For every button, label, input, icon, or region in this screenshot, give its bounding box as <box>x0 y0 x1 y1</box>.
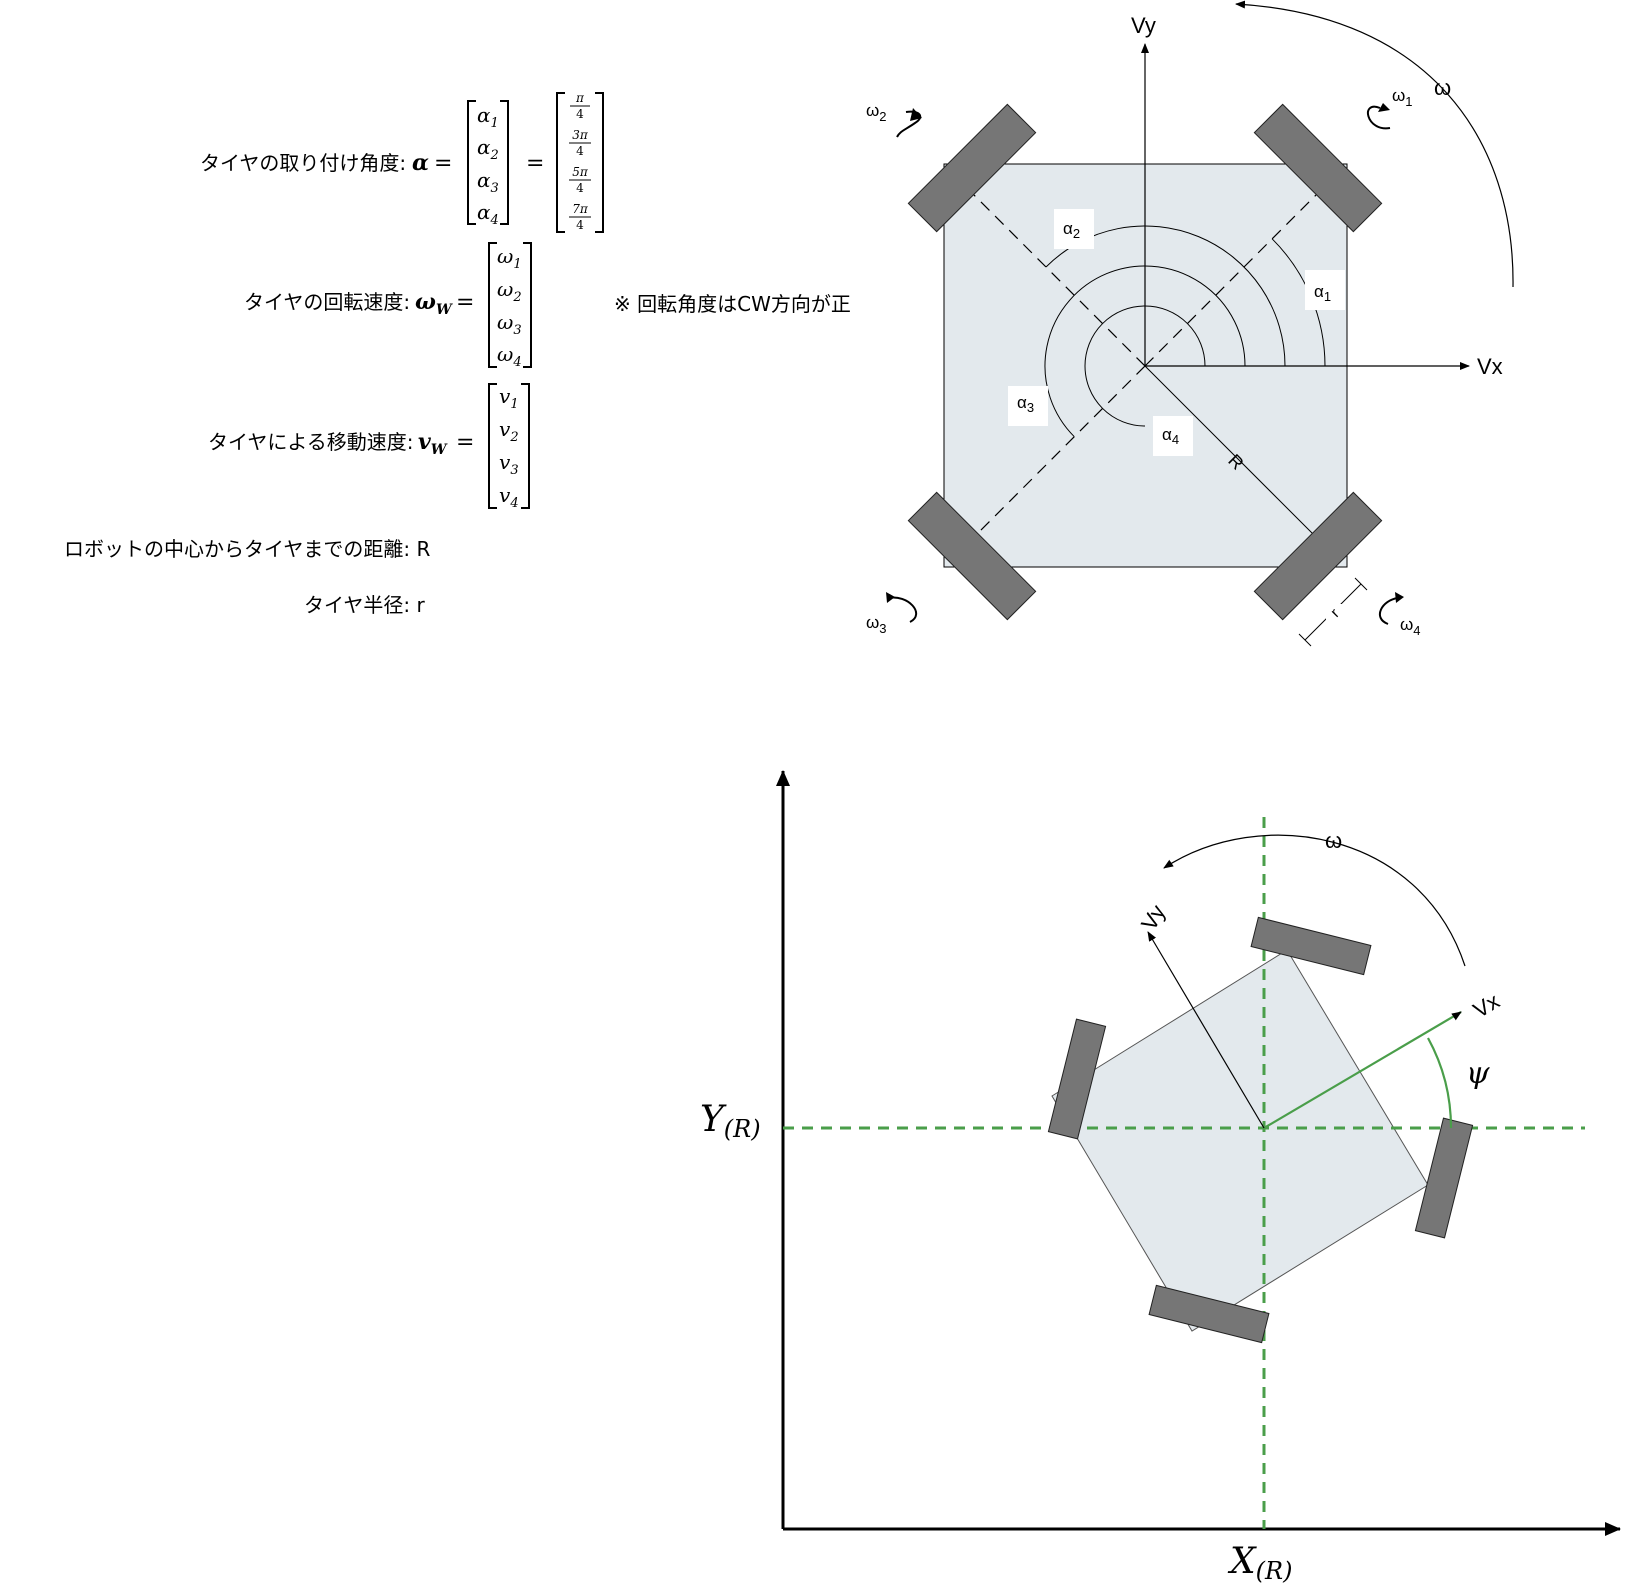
radius-R-line <box>1144 365 1336 557</box>
world-vy-axis <box>1147 931 1265 1129</box>
svg-text:α4: α4 <box>1162 425 1179 447</box>
omega-matrix: ω1 ω2 ω3 ω4 <box>488 242 532 370</box>
world-body-rotation-arrow <box>1163 834 1466 967</box>
velocity-matrix: v1 v2 v3 v4 <box>488 383 530 511</box>
alpha-2-label: α2 <box>1054 209 1094 249</box>
world-vx-label: Vx <box>1469 988 1504 1023</box>
alpha-value-2: 3π 4 <box>569 128 591 158</box>
rotation-direction-note: ※ 回転角度はCW方向が正 <box>614 292 851 316</box>
svg-text:α1: α1 <box>1314 282 1331 304</box>
velocity-entry-2: v2 <box>499 417 519 445</box>
vy-label: Vy <box>1131 13 1156 38</box>
wheel-1-axis-line <box>1144 187 1324 367</box>
wheel-1 <box>1253 103 1383 233</box>
svg-text:4: 4 <box>576 107 584 121</box>
omega-entry-3: ω3 <box>497 310 522 338</box>
svg-text:π: π <box>575 91 585 105</box>
svg-text:ω4: ω4 <box>1400 615 1421 638</box>
omega-equals-sign: = <box>456 290 474 315</box>
svg-text:4: 4 <box>576 144 584 158</box>
alpha-entry-3: α3 <box>477 168 499 196</box>
world-omega-label: ω <box>1325 828 1342 853</box>
vx-label: Vx <box>1477 354 1503 379</box>
omega-vector-symbol: ωW <box>415 289 453 318</box>
psi-label: ψ <box>1466 1056 1490 1091</box>
psi-arc <box>1427 1037 1453 1129</box>
world-frame-diagram: X(R) Y(R) Vx Vy ψ ω <box>700 770 1621 1585</box>
svg-text:4: 4 <box>576 181 584 195</box>
wheel-3 <box>907 491 1037 621</box>
velocity-vector-symbol: vW <box>418 429 448 458</box>
svg-text:ω3: ω3 <box>866 613 887 636</box>
wheel-2-rotation: ω2 <box>866 101 922 138</box>
robot-frame-diagram: Vx Vy r R α1 α2 α3 <box>866 0 1514 647</box>
velocity-entry-3: v3 <box>499 450 519 478</box>
alpha-value-3: 5π 4 <box>569 165 591 195</box>
world-wheel-1 <box>1250 916 1372 976</box>
velocity-equals-sign: = <box>456 430 474 455</box>
alpha-vector-symbol: α <box>412 150 429 176</box>
wheel-1-rotation: ω1 <box>1367 86 1413 130</box>
world-vx-axis <box>1263 1011 1462 1129</box>
world-y-label: Y(R) <box>700 1099 761 1143</box>
omega-entry-1: ω1 <box>497 244 522 272</box>
alpha-definition-label: タイヤの取り付け角度: <box>200 151 406 175</box>
alpha-3-label: α3 <box>1008 386 1048 426</box>
world-wheel-2 <box>1047 1018 1107 1140</box>
distance-definition: ロボットの中心からタイヤまでの距離: R <box>64 537 430 561</box>
svg-text:4: 4 <box>576 218 584 232</box>
world-x-label: X(R) <box>1227 1541 1292 1585</box>
wheel-2 <box>907 103 1037 233</box>
world-vy-label: Vy <box>1136 901 1170 935</box>
velocity-definition-label: タイヤによる移動速度: <box>208 430 414 454</box>
alpha-values-equals-sign: = <box>526 151 544 176</box>
svg-text:ω1: ω1 <box>1392 86 1413 109</box>
wheel-3-axis-line <box>966 365 1146 545</box>
svg-text:α3: α3 <box>1017 393 1034 415</box>
alpha-1-label: α1 <box>1305 270 1345 310</box>
wheel-4-rotation: ω4 <box>1378 592 1421 638</box>
omega-definition-label: タイヤの回転速度: <box>244 290 410 314</box>
wheel-2-axis-line <box>966 187 1146 367</box>
radius-definition: タイヤ半径: r <box>304 593 425 617</box>
alpha-value-1: π 4 <box>570 91 590 121</box>
svg-text:3π: 3π <box>572 128 589 142</box>
wheel-3-rotation: ω3 <box>866 592 917 636</box>
alpha-3-arc <box>1044 265 1246 438</box>
velocity-entry-4: v4 <box>499 483 519 511</box>
definitions-panel: タイヤの取り付け角度: α = α1 α2 α3 α4 = π 4 3π 4 <box>64 91 851 617</box>
wheel-radius-dimension: r <box>1298 577 1368 647</box>
omega-entry-2: ω2 <box>497 277 522 305</box>
alpha-value-4: 7π 4 <box>569 202 591 232</box>
body-rotation-arrow <box>1235 0 1514 288</box>
alpha-entry-2: α2 <box>477 135 499 163</box>
svg-text:ω2: ω2 <box>866 101 887 124</box>
alpha-4-label: α4 <box>1153 416 1193 456</box>
svg-text:5π: 5π <box>572 165 589 179</box>
world-wheel-3 <box>1148 1284 1270 1344</box>
alpha-entry-1: α1 <box>477 103 499 131</box>
velocity-entry-1: v1 <box>499 384 519 412</box>
body-omega-label: ω <box>1434 75 1451 100</box>
world-wheel-4 <box>1414 1117 1474 1239</box>
alpha-equals-sign: = <box>434 151 452 176</box>
world-robot-body <box>1051 949 1429 1332</box>
alpha-values-matrix: π 4 3π 4 5π 4 7π 4 <box>556 91 604 233</box>
wheel-4 <box>1253 491 1383 621</box>
svg-text:α2: α2 <box>1063 219 1080 241</box>
svg-text:7π: 7π <box>572 202 589 216</box>
alpha-matrix: α1 α2 α3 α4 <box>467 100 509 228</box>
alpha-entry-4: α4 <box>477 200 499 228</box>
alpha-4-arc <box>1084 305 1206 427</box>
omega-entry-4: ω4 <box>497 342 522 370</box>
